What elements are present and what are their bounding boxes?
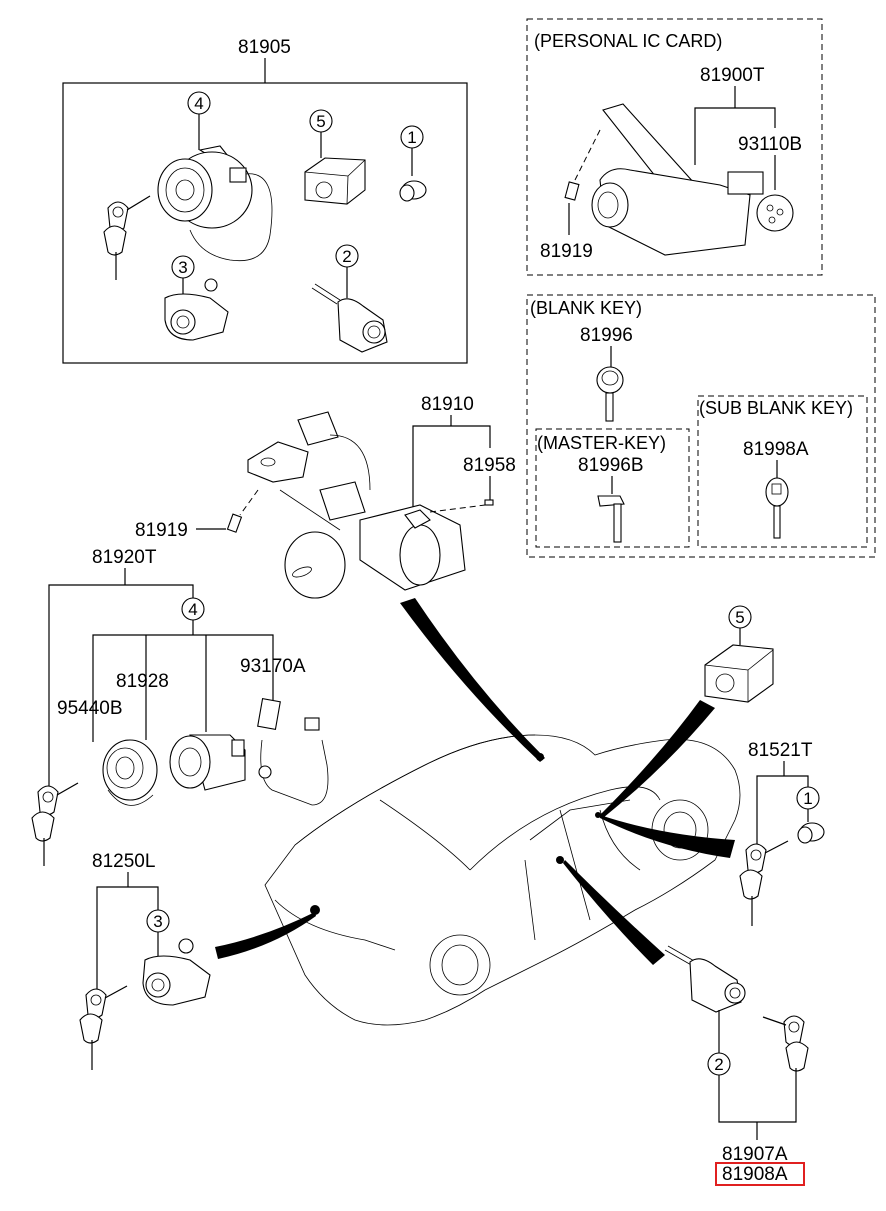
group-caption-master-key: (MASTER-KEY) bbox=[537, 433, 666, 453]
group-personal-ic-card: (PERSONAL IC CARD) 81900T 93110B 81919 bbox=[526, 18, 823, 276]
door-lock-cylinder-icon bbox=[311, 283, 388, 353]
glove-box-lock-right-icon bbox=[704, 644, 774, 703]
key-pair-right-icon bbox=[739, 840, 789, 926]
part-label-93110B[interactable]: 93110B bbox=[738, 134, 802, 155]
svg-text:5: 5 bbox=[316, 112, 325, 131]
part-label-81908A[interactable]: 81908A bbox=[722, 1164, 788, 1185]
svg-text:4: 4 bbox=[194, 94, 203, 113]
callout-2-right: 2 bbox=[707, 1052, 731, 1076]
callout-3: 3 bbox=[171, 255, 195, 296]
callout-1-right: 1 bbox=[796, 786, 820, 810]
group-caption-sub-blank-key: (SUB BLANK KEY) bbox=[699, 398, 853, 418]
part-label-81920T[interactable]: 81920T bbox=[92, 547, 157, 568]
callout-5: 5 bbox=[309, 109, 333, 158]
callout-4-ignition: 4 bbox=[181, 597, 205, 621]
part-label-81907A[interactable]: 81907A bbox=[722, 1144, 788, 1165]
blank-key-icon bbox=[596, 366, 624, 422]
ignition-switch-icon bbox=[169, 734, 246, 791]
svg-text:4: 4 bbox=[188, 600, 197, 619]
ignition-set-81920T: 81920T 4 81928 95440B 93170A bbox=[31, 547, 329, 866]
callout-1: 1 bbox=[400, 125, 424, 176]
group-caption-personal-ic-card: (PERSONAL IC CARD) bbox=[534, 31, 722, 51]
steering-lock-body-icon bbox=[247, 411, 494, 599]
trunk-lock-icon bbox=[164, 278, 229, 341]
part-label-81919[interactable]: 81919 bbox=[135, 520, 188, 541]
key-pair-door-icon bbox=[762, 1015, 809, 1100]
small-lock-cylinder-icon bbox=[399, 180, 427, 202]
svg-text:3: 3 bbox=[178, 258, 187, 277]
sedan-car-outline bbox=[264, 734, 741, 1026]
key-ring-illumination-icon bbox=[102, 739, 158, 806]
group-blank-key: (BLANK KEY) 81996 (MASTER-KEY) 81996B (S… bbox=[526, 294, 876, 558]
trunk-lock-cylinder-icon bbox=[142, 938, 211, 1006]
key-pair-icon bbox=[103, 195, 151, 280]
arrow-glovebox bbox=[600, 700, 715, 818]
part-label-81996[interactable]: 81996 bbox=[580, 325, 633, 346]
part-label-93170A[interactable]: 93170A bbox=[240, 656, 306, 677]
callout-2: 2 bbox=[335, 244, 359, 298]
lock-set-81907A: 2 81907A 81908A bbox=[664, 945, 809, 1186]
ic-card-ignition-module-icon bbox=[591, 103, 764, 256]
lock-set-81905: 81905 4 3 bbox=[62, 37, 468, 364]
part-label-81958[interactable]: 81958 bbox=[463, 455, 516, 476]
ic-bulb-icon bbox=[564, 129, 601, 235]
highlight-box-81908A bbox=[715, 1162, 805, 1186]
immobilizer-antenna-harness-icon bbox=[257, 698, 329, 806]
part-label-81998A[interactable]: 81998A bbox=[743, 439, 809, 460]
trunk-lock-set-81250L: 81250L 3 bbox=[79, 851, 211, 1070]
part-label-81250L[interactable]: 81250L bbox=[92, 851, 155, 872]
part-label-81900T[interactable]: 81900T bbox=[700, 65, 765, 86]
lock-set-81521T: 81521T 1 bbox=[739, 740, 825, 926]
ignition-lock-icon bbox=[157, 145, 273, 262]
arrow-door-fuel bbox=[600, 815, 735, 858]
ic-switch-connector-icon bbox=[756, 194, 794, 232]
door-lock-right-icon bbox=[664, 945, 746, 1013]
part-label-81521T[interactable]: 81521T bbox=[748, 740, 813, 761]
svg-text:3: 3 bbox=[153, 912, 162, 931]
svg-text:1: 1 bbox=[803, 789, 812, 808]
glove-box-lock-right: 5 bbox=[704, 605, 774, 703]
small-lock-cylinder-right-icon bbox=[797, 822, 825, 844]
sub-blank-key-icon bbox=[765, 477, 789, 539]
svg-text:1: 1 bbox=[407, 128, 416, 147]
steering-lock-81910: 81910 81958 81919 bbox=[135, 394, 516, 599]
part-label-81996B[interactable]: 81996B bbox=[578, 455, 644, 476]
arrow-door-lock bbox=[563, 860, 665, 965]
master-key-icon bbox=[597, 495, 625, 543]
arrow-ignition bbox=[400, 598, 545, 762]
leader-arrows bbox=[215, 598, 735, 965]
arrow-trunk bbox=[215, 912, 316, 959]
part-label-95440B[interactable]: 95440B bbox=[57, 698, 123, 719]
part-label-81905[interactable]: 81905 bbox=[238, 37, 291, 58]
lock-set-box bbox=[62, 82, 468, 364]
steering-lock-bulb-icon bbox=[226, 489, 259, 533]
part-label-81910[interactable]: 81910 bbox=[421, 394, 474, 415]
part-label-81928[interactable]: 81928 bbox=[116, 671, 169, 692]
callout-3-trunk: 3 bbox=[146, 909, 170, 933]
callout-4: 4 bbox=[187, 91, 211, 150]
callout-5-right: 5 bbox=[728, 605, 752, 629]
ignition-key-pair-icon bbox=[31, 782, 79, 866]
trunk-key-pair-icon bbox=[79, 985, 128, 1070]
part-label-81919-ic[interactable]: 81919 bbox=[540, 241, 593, 262]
svg-text:5: 5 bbox=[735, 608, 744, 627]
group-caption-blank-key: (BLANK KEY) bbox=[530, 298, 642, 318]
svg-text:2: 2 bbox=[714, 1055, 723, 1074]
glove-box-lock-icon bbox=[304, 157, 366, 205]
svg-text:2: 2 bbox=[342, 247, 351, 266]
